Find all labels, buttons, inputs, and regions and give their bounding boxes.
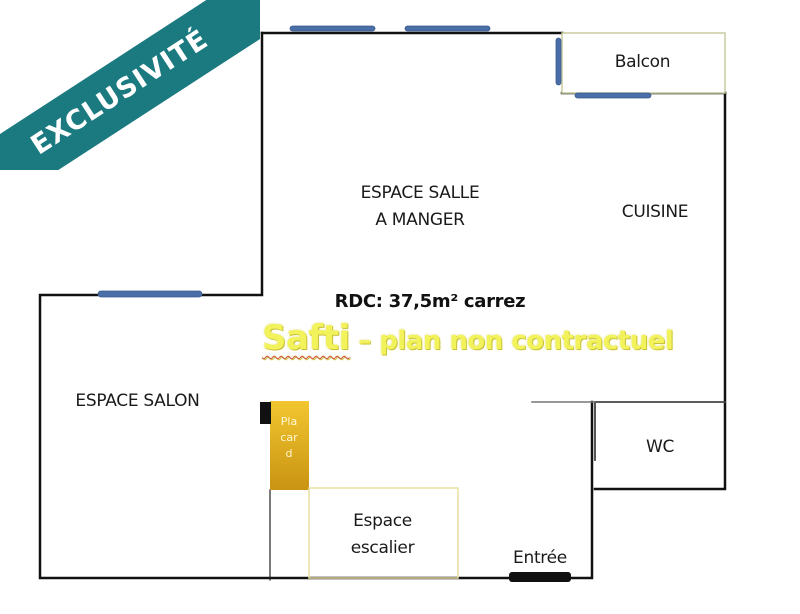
watermark-text: – plan non contractuel	[349, 326, 674, 356]
placard-label-2: car	[280, 431, 298, 444]
exclusivity-badge: EXCLUSIVITÉ	[0, 0, 260, 170]
room-label-salle-a-manger-2: A MANGER	[375, 210, 465, 230]
watermark-brand: Safti	[262, 318, 350, 358]
room-label-escalier-1: Espace	[353, 511, 412, 531]
room-label-salon: ESPACE SALON	[75, 391, 200, 411]
room-label-entree: Entrée	[513, 548, 567, 568]
plan-title: RDC: 37,5m² carrez	[334, 291, 526, 312]
room-label-wc: WC	[645, 437, 675, 457]
room-label-escalier-2: escalier	[350, 538, 415, 558]
stair-space	[308, 487, 459, 579]
placard-door	[260, 402, 271, 424]
balcony	[561, 32, 726, 94]
room-label-cuisine: CUISINE	[621, 202, 689, 222]
room-label-salle-a-manger-1: ESPACE SALLE	[360, 183, 480, 203]
entry-door	[509, 572, 571, 582]
exclusivity-label: EXCLUSIVITÉ	[0, 0, 260, 170]
windows	[97, 25, 652, 298]
placard-label-1: Pla	[280, 415, 298, 428]
watermark: Safti – plan non contractuel	[262, 318, 674, 358]
placard-label: Pla car d	[270, 414, 308, 462]
room-label-balcon: Balcon	[614, 52, 671, 72]
placard	[270, 401, 309, 490]
placard-label-3: d	[285, 447, 293, 460]
